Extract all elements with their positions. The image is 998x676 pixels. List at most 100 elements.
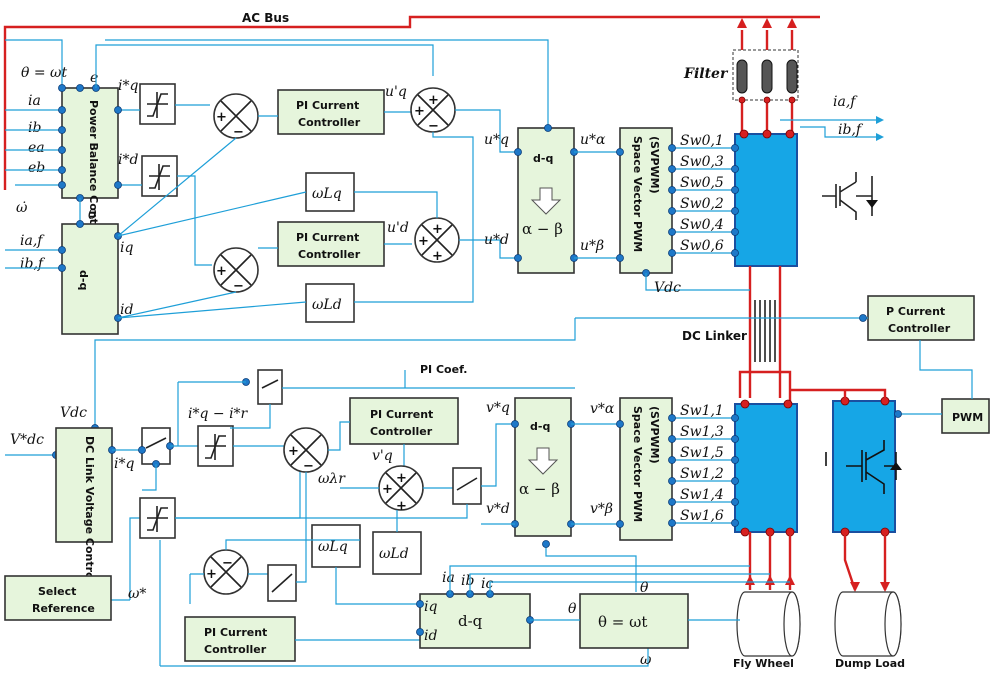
ac-bus xyxy=(3,15,820,190)
sig-iq-star-low: i*q xyxy=(114,456,134,472)
switch-label: Sw0,1 xyxy=(680,133,724,149)
fly-wheel xyxy=(736,532,801,657)
sig-v-star-beta: v*β xyxy=(590,501,613,517)
dc-linker-label: DC Linker xyxy=(682,329,747,343)
switch-port-dot xyxy=(668,186,676,194)
switch-label: Sw1,3 xyxy=(680,424,724,440)
svg-text:+: + xyxy=(414,104,425,119)
selector-switch-2 xyxy=(257,369,283,405)
sig-v-star-d: v*d xyxy=(486,501,510,517)
pwm-label: PWM xyxy=(952,411,983,424)
vdc-label-upper: Vdc xyxy=(654,280,681,296)
dq-ab-upper-bottom: α − β xyxy=(522,220,563,238)
sig-ic-lower: ic xyxy=(481,576,493,592)
selector-switch-1 xyxy=(141,427,171,465)
pi3-label-1: PI Current xyxy=(370,408,433,421)
input-eb: eb xyxy=(28,160,45,176)
svg-text:+: + xyxy=(418,234,429,249)
input-omega-dot: ω̇ xyxy=(16,200,28,216)
switch-port-dot xyxy=(731,414,739,422)
switch-label: Sw1,5 xyxy=(680,445,724,461)
sig-v-star-alpha: v*α xyxy=(590,401,615,417)
igbt-icon xyxy=(822,172,878,220)
sig-ib-lower: ib xyxy=(461,573,474,589)
switch-port-dot xyxy=(668,249,676,257)
switch-port-dot xyxy=(668,228,676,236)
svpwm-lower-label-1: Space Vector PWM xyxy=(631,406,644,522)
dump-load xyxy=(834,532,902,657)
omega-ld-block-upper xyxy=(305,283,355,323)
switch-port-dot xyxy=(668,435,676,443)
dc-link-label: DC Link Voltage Controler xyxy=(83,436,96,597)
upper-inputs: ia ib ea eb ω̇ xyxy=(5,39,100,216)
select-reference xyxy=(4,575,112,621)
svg-text:−: − xyxy=(233,125,244,140)
switch-port-dot xyxy=(668,165,676,173)
p-current-label-1: P Current xyxy=(886,305,945,318)
dq-upper-label: d-q xyxy=(77,270,90,290)
input-ea: ea xyxy=(28,140,45,156)
sig-iq-lower: iq xyxy=(424,599,437,615)
input-ia: ia xyxy=(28,93,41,109)
theta-label: θ xyxy=(88,207,97,223)
switch-label: Sw0,5 xyxy=(680,175,724,191)
switch-label: Sw1,6 xyxy=(680,508,724,524)
theta-wt-block-label: θ = ωt xyxy=(598,613,647,631)
pi3-label-2: Controller xyxy=(370,425,433,438)
switch-port-dot xyxy=(731,435,739,443)
pi1-label-2: Controller xyxy=(298,116,361,129)
pi2-label-2: Controller xyxy=(298,248,361,261)
svpwm-upper xyxy=(619,127,673,274)
input-iaf: ia,f xyxy=(20,233,45,249)
wld-label-lower: ωLd xyxy=(379,546,409,562)
sig-u-star-alpha: u*α xyxy=(580,132,606,148)
svg-text:+: + xyxy=(432,222,443,237)
sig-u-prime-q: u'q xyxy=(385,84,407,100)
sig-u-star-d: u*d xyxy=(484,232,509,248)
svg-text:−: − xyxy=(233,279,244,294)
dq-transform-upper xyxy=(61,223,119,335)
sum-junction-1: +− xyxy=(213,93,259,140)
sig-u-star-q: u*q xyxy=(484,132,509,148)
svg-text:−: − xyxy=(428,119,439,134)
sig-iq-ir: i*q − i*r xyxy=(188,406,249,422)
sig-id-star-up: i*d xyxy=(118,152,138,168)
svg-text:+: + xyxy=(206,567,217,582)
switch-port-dot xyxy=(668,456,676,464)
dq-transform-lower xyxy=(419,593,531,649)
switch-label: Sw1,2 xyxy=(680,466,724,482)
switch-port-dot xyxy=(668,519,676,527)
wld-label-upper: ωLd xyxy=(312,297,342,313)
input-ib: ib xyxy=(28,120,41,136)
input-ibf: ib,f xyxy=(20,256,46,272)
lower-converter xyxy=(734,403,798,533)
switch-port-dot xyxy=(731,498,739,506)
filter-label: Filter xyxy=(683,66,729,82)
switch-port-dot xyxy=(668,414,676,422)
fly-wheel-label: Fly Wheel xyxy=(733,657,794,670)
switch-port-dot xyxy=(668,498,676,506)
switch-port-dot xyxy=(731,186,739,194)
sum-junction-6: +++ xyxy=(378,465,424,514)
i-bf-output: ib,f xyxy=(838,122,864,138)
power-balance-label: Power Balance Controller xyxy=(87,100,100,258)
theta-omega-t-label: θ = ωt xyxy=(21,65,67,81)
selector-switch-3 xyxy=(452,467,482,505)
sig-v-prime-q: v'q xyxy=(372,448,393,464)
switch-port-dot xyxy=(731,144,739,152)
svg-text:+: + xyxy=(288,444,299,459)
dc-linker xyxy=(738,266,792,404)
sig-iq-star-up: i*q xyxy=(118,78,138,94)
switch-port-dot xyxy=(731,249,739,257)
dc-link-voltage-controller xyxy=(55,427,113,543)
switch-port-dot xyxy=(731,165,739,173)
sum-junction-5: +− xyxy=(283,427,329,474)
i-af-output: ia,f xyxy=(833,94,858,110)
sig-iq-upper: iq xyxy=(120,240,133,256)
omega-lambda-label: ωλr xyxy=(318,471,346,487)
pi-current-controller-2 xyxy=(277,221,385,267)
p-current-label-2: Controller xyxy=(888,322,951,335)
sig-id-upper: id xyxy=(120,302,133,318)
